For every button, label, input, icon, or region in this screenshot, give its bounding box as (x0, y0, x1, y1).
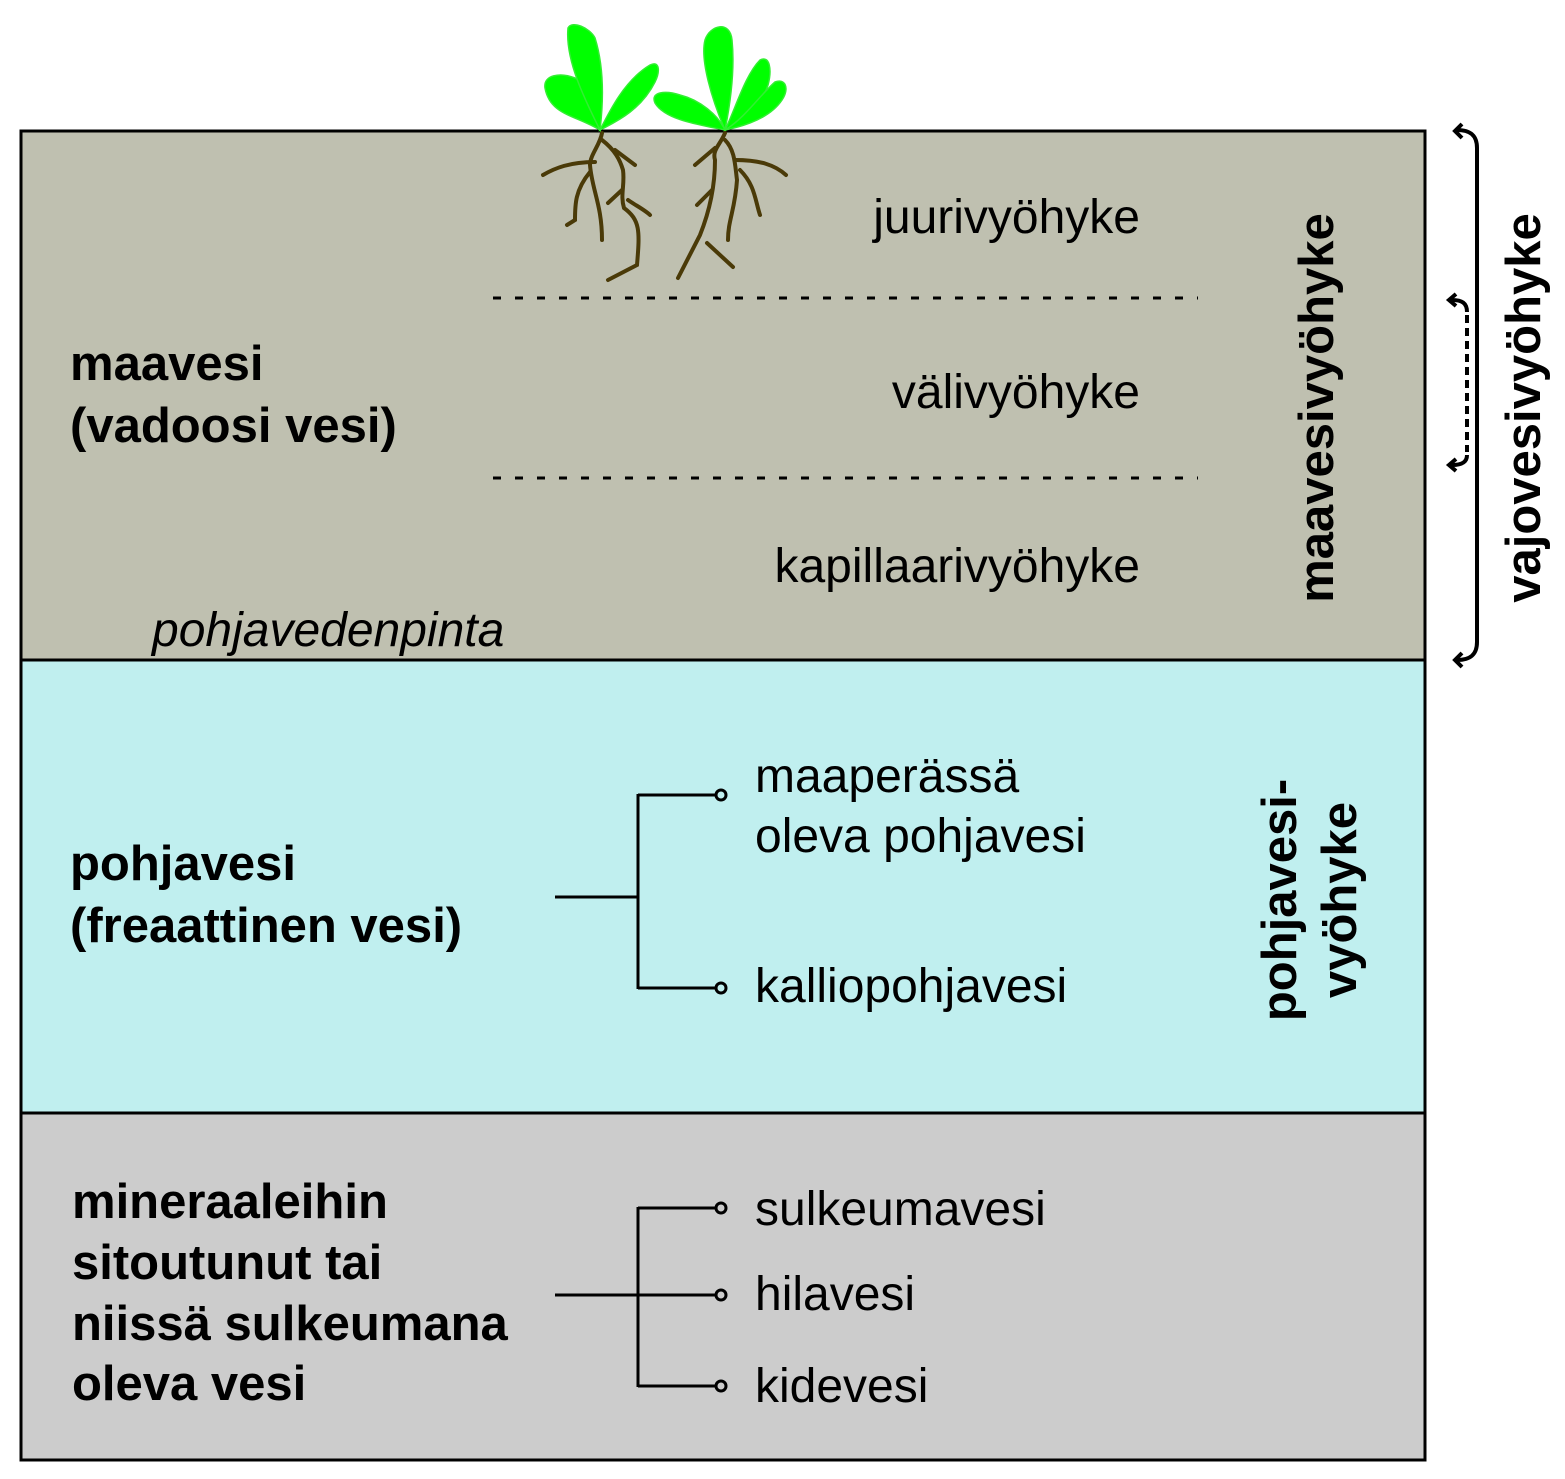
soil-water-zone-label: maavesivyöhyke (1290, 213, 1344, 603)
groundwater-subtitle: (freaattinen vesi) (70, 899, 462, 953)
intermediate-zone-label: välivyöhyke (892, 366, 1140, 419)
bound-water-title-2: sitoutunut tai (72, 1236, 382, 1290)
soil-water-layer (19, 129, 1427, 662)
soil-groundwater-label-1: maaperässä (755, 750, 1019, 803)
vadose-zone-bracket (1452, 122, 1479, 669)
intermediate-zone-bracket (1445, 292, 1469, 473)
vadose-zone-label: vajovesivyöhyke (1497, 213, 1551, 603)
soil-water-subtitle: (vadoosi vesi) (70, 399, 397, 453)
bound-water-title-3: niissä sulkeumana (72, 1297, 509, 1351)
soil-water-title: maavesi (70, 337, 263, 391)
soil-groundwater-label-2: oleva pohjavesi (755, 810, 1086, 863)
groundwater-layer (19, 658, 1427, 1115)
inclusion-water-label: sulkeumavesi (755, 1183, 1046, 1236)
bound-water-layer (19, 1111, 1427, 1462)
water-table-label: pohjavedenpinta (150, 604, 504, 657)
bound-water-title-1: mineraaleihin (72, 1175, 388, 1229)
groundwater-title: pohjavesi (70, 837, 296, 891)
capillary-zone-label: kapillaarivyöhyke (774, 540, 1140, 593)
root-zone-label: juurivyöhyke (871, 191, 1140, 244)
lattice-water-label: hilavesi (755, 1268, 915, 1321)
groundwater-zone-label-2: vyöhyke (1313, 802, 1367, 998)
bound-water-branch-connector (555, 1201, 728, 1393)
plant-icon (541, 24, 788, 282)
crystal-water-label: kidevesi (755, 1360, 928, 1413)
bedrock-groundwater-label: kalliopohjavesi (755, 960, 1067, 1013)
groundwater-zone-label-1: pohjavesi- (1253, 779, 1307, 1021)
groundwater-branch-connector (555, 788, 728, 995)
bound-water-title-4: oleva vesi (72, 1357, 306, 1411)
